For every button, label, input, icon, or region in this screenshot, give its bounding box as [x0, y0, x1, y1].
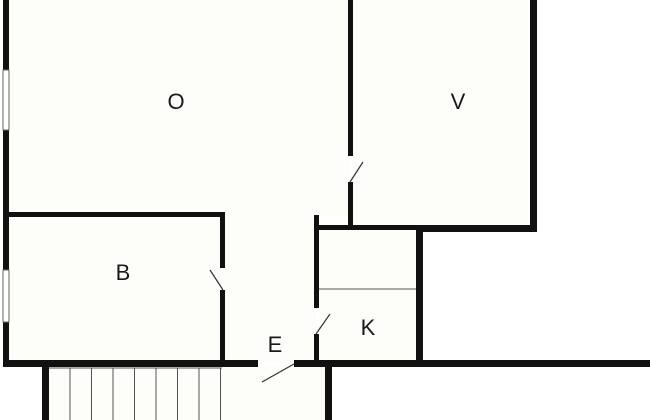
room-label-v: V: [451, 89, 466, 114]
wall-bottom-middle: [294, 360, 328, 367]
floor-stairs-area: [48, 366, 326, 420]
floor-hall: [224, 215, 316, 362]
windows: [2, 69, 10, 323]
room-label-kitchen: K: [361, 315, 376, 340]
floor-areas: [8, 0, 531, 420]
wall-left-outer: [3, 0, 9, 366]
wall-bedroom-right-lower: [220, 290, 225, 364]
room-label-entrance: E: [268, 332, 283, 357]
door-entrance: [261, 363, 295, 383]
wall-v-right: [530, 0, 537, 232]
wall-kitchen-top: [316, 225, 421, 230]
walls: [3, 0, 650, 420]
door-bedroom: [209, 269, 224, 291]
floor-bedroom: [8, 216, 221, 362]
stairs: [49, 367, 222, 420]
wall-living-v: [348, 0, 353, 156]
wall-stair-left: [42, 364, 49, 420]
window-bedroom: [2, 269, 10, 323]
room-label-living: O: [167, 89, 184, 114]
wall-stair-right: [325, 364, 332, 420]
room-labels: O V B K E: [116, 89, 466, 357]
wall-v-bottom: [416, 225, 537, 232]
room-label-bedroom: B: [116, 260, 131, 285]
wall-hall-left-of-kitchen: [314, 215, 319, 308]
floor-kitchen: [319, 229, 416, 362]
wall-bottom-left: [3, 360, 258, 367]
window-living: [2, 69, 10, 131]
floor-living: [8, 0, 350, 215]
floor-room-v: [353, 0, 531, 226]
wall-bedroom-right: [220, 212, 225, 268]
wall-kitchen-right: [416, 225, 423, 367]
door-kitchen: [315, 313, 331, 335]
wall-living-v-lower: [348, 182, 353, 228]
wall-living-bedroom: [3, 212, 225, 217]
wall-bottom-right: [328, 360, 650, 367]
doors: [209, 161, 364, 383]
door-living-v: [349, 161, 364, 183]
wall-hall-left-of-kitchen-lower: [314, 334, 319, 364]
